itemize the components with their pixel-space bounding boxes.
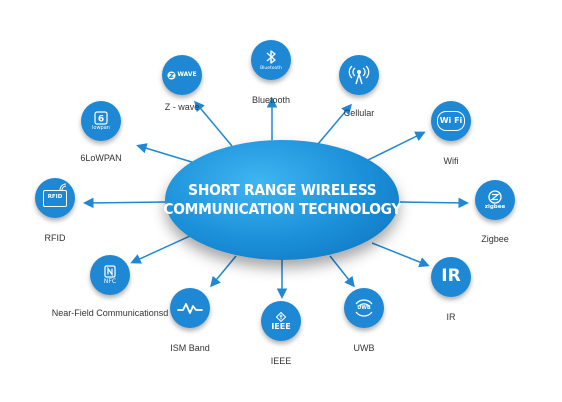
- cellular-tower-icon: [348, 65, 370, 85]
- bluetooth-icon: [266, 50, 276, 64]
- 6lowpan-icon-text: lowpan: [92, 125, 110, 131]
- arrow-to-zwave: [194, 100, 233, 147]
- svg-text:6: 6: [98, 115, 104, 125]
- node-rfid: RFID: [35, 178, 75, 218]
- arrow-to-lowpan: [136, 143, 196, 164]
- label-ieee: IEEE: [270, 356, 292, 366]
- node-6lowpan: 6 lowpan: [81, 101, 121, 141]
- uwb-icon-text: UWB: [357, 304, 371, 311]
- zigbee-icon: zigbee: [485, 190, 505, 211]
- label-6lowpan: 6LoWPAN: [80, 153, 122, 163]
- wifi-icon-text: Wi Fi: [439, 116, 463, 125]
- hub-title-line-1: SHORT RANGE WIRELESS: [187, 181, 377, 199]
- label-zwave: Z - wave: [164, 102, 200, 112]
- node-ir: IR: [431, 257, 471, 297]
- node-wifi: Wi Fi: [431, 101, 471, 141]
- label-zigbee: Zigbee: [481, 234, 509, 244]
- nfc-icon-text: NFC: [103, 278, 117, 285]
- node-ism-band: [170, 288, 210, 328]
- label-rfid: RFID: [44, 233, 66, 243]
- label-ism-band: ISM Band: [170, 343, 210, 353]
- node-bluetooth: Bluetooth: [251, 40, 291, 80]
- nfc-icon: NFC: [104, 265, 116, 285]
- arrow-to-ir: [371, 242, 430, 268]
- label-nfc: Near-Field Communicationsd: [51, 308, 169, 318]
- ir-icon-text: IR: [441, 266, 461, 286]
- arrow-to-nfc: [130, 235, 191, 264]
- label-uwb: UWB: [353, 343, 375, 353]
- label-wifi: Wifi: [443, 156, 459, 166]
- ieee-icon-text: IEEE: [271, 321, 291, 331]
- rfid-tag-icon: RFID: [43, 183, 67, 207]
- ir-icon: IR: [441, 268, 460, 286]
- node-uwb: UWB: [344, 288, 384, 328]
- arrow-to-rfid: [83, 197, 166, 209]
- z-wave-logo-icon: WAVE: [167, 70, 197, 80]
- node-ieee: IEEE: [261, 301, 301, 341]
- 6lowpan-icon: 6 lowpan: [92, 111, 110, 131]
- arrow-to-wifi: [367, 131, 426, 161]
- node-cellular: [339, 55, 379, 95]
- label-bluetooth: Bluetooth: [251, 95, 291, 105]
- arrow-to-zigbee: [399, 197, 469, 209]
- wifi-icon: Wi Fi: [437, 111, 465, 131]
- hub-title-line-2: COMMUNICATION TECHNOLOGY: [163, 200, 401, 218]
- central-hub: SHORT RANGE WIRELESS COMMUNICATION TECHN…: [163, 140, 401, 260]
- ieee-logo-icon: IEEE: [271, 311, 291, 331]
- node-zigbee: zigbee: [475, 180, 515, 220]
- arrow-to-ism: [210, 255, 237, 288]
- zigbee-icon-text: zigbee: [484, 203, 506, 210]
- node-nfc: NFC: [90, 255, 130, 295]
- z-wave-icon-text: WAVE: [177, 71, 197, 78]
- ism-waveform-icon: [177, 303, 203, 314]
- rfid-icon-text: RFID: [47, 194, 63, 201]
- label-ir: IR: [446, 312, 456, 322]
- label-cellular: Cellular: [343, 108, 375, 118]
- arrow-to-cellular: [317, 103, 352, 145]
- arrow-to-uwb: [329, 255, 355, 288]
- node-zwave: WAVE: [162, 55, 202, 95]
- uwb-icon: UWB: [350, 296, 378, 320]
- bluetooth-icon-text: Bluetooth: [260, 65, 282, 71]
